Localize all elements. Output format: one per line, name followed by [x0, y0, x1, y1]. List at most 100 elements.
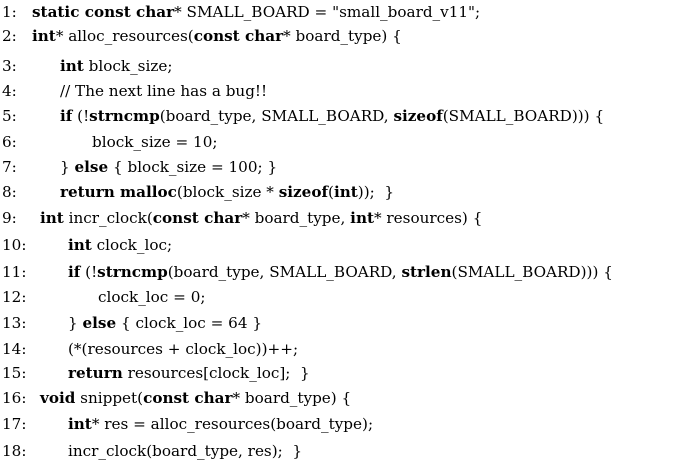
line-number: 1: [2, 3, 17, 21]
code-token: (board_type, SMALL_BOARD, [159, 107, 394, 125]
code-text: int incr_clock(const char* board_type, i… [40, 206, 482, 230]
code-text: block_size = 10; [92, 130, 218, 154]
code-line-12: 12: clock_loc = 0; [0, 285, 685, 309]
line-number: 12: [2, 288, 27, 306]
line-number: 8: [2, 183, 17, 201]
code-token: (SMALL_BOARD))) { [451, 263, 613, 281]
code-line-5: 5: if (!strncmp(board_type, SMALL_BOARD, … [0, 104, 685, 128]
code-text: if (!strncmp(board_type, SMALL_BOARD, st… [68, 260, 613, 284]
keyword-token: sizeof [278, 183, 329, 201]
code-token: clock_loc = 0; [98, 288, 206, 306]
line-number: 6: [2, 133, 17, 151]
keyword-token: const char [152, 209, 243, 227]
code-token: )); } [357, 183, 395, 201]
line-number: 18: [2, 442, 27, 460]
line-number: 5: [2, 107, 17, 125]
line-number: 10: [2, 236, 27, 254]
keyword-token: if [60, 107, 73, 125]
code-text: int* alloc_resources(const char* board_t… [32, 24, 402, 48]
code-token: * resources) { [374, 209, 483, 227]
code-line-6: 6: block_size = 10; [0, 130, 685, 154]
code-text: int* res = alloc_resources(board_type); [68, 412, 373, 436]
code-text: static const char* SMALL_BOARD = "small_… [32, 0, 480, 24]
code-token: incr_clock( [63, 209, 153, 227]
code-token: (! [72, 107, 90, 125]
keyword-token: else [82, 314, 117, 332]
code-token: block_size; [83, 57, 173, 75]
keyword-token: int [350, 209, 374, 227]
keyword-token: if [68, 263, 81, 281]
line-number: 14: [2, 340, 27, 358]
keyword-token: sizeof [393, 107, 443, 125]
code-text: void snippet(const char* board_type) { [40, 386, 351, 410]
code-token: incr_clock(board_type, res); } [68, 442, 303, 460]
keyword-token: int [68, 236, 92, 254]
code-line-1: 1: static const char* SMALL_BOARD = "smal… [0, 0, 685, 24]
code-text: if (!strncmp(board_type, SMALL_BOARD, si… [60, 104, 604, 128]
keyword-token: const char [143, 389, 233, 407]
code-line-8: 8:return malloc(block_size * sizeof(int)… [0, 180, 685, 204]
code-token: (*(resources + clock_loc))++; [68, 340, 299, 358]
code-text: return malloc(block_size * sizeof(int));… [60, 180, 394, 204]
keyword-token: int [60, 57, 84, 75]
line-number: 2: [2, 27, 17, 45]
keyword-token: int [68, 415, 92, 433]
code-token: } [60, 158, 75, 176]
code-line-4: 4: // The next line has a bug!! [0, 79, 685, 103]
code-line-16: 16: void snippet(const char* board_type) … [0, 386, 685, 410]
line-number: 9: [2, 209, 17, 227]
line-number: 16: [2, 389, 27, 407]
line-number: 11: [2, 263, 27, 281]
code-token: (! [80, 263, 98, 281]
keyword-token: else [74, 158, 109, 176]
code-line-10: 10: int clock_loc; [0, 233, 685, 257]
keyword-token: void [40, 389, 76, 407]
code-text: } else { clock_loc = 64 } [68, 311, 262, 335]
code-text: incr_clock(board_type, res); } [68, 439, 302, 463]
code-text: int block_size; [60, 54, 172, 78]
keyword-token: static const char [32, 3, 175, 21]
line-number: 15: [2, 364, 27, 382]
code-token: * SMALL_BOARD = "small_board_v11"; [174, 3, 481, 21]
code-line-11: 11: if (!strncmp(board_type, SMALL_BOARD,… [0, 260, 685, 284]
keyword-token: strlen [401, 263, 452, 281]
code-line-13: 13:} else { clock_loc = 64 } [0, 311, 685, 335]
line-number: 7: [2, 158, 17, 176]
keyword-token: int [40, 209, 64, 227]
code-token: // The next line has a bug!! [60, 82, 268, 100]
code-token: } [68, 314, 83, 332]
code-token: * board_type) { [232, 389, 352, 407]
code-token: * board_type, [242, 209, 351, 227]
code-text: return resources[clock_loc]; } [68, 361, 310, 385]
code-text: clock_loc = 0; [98, 285, 205, 309]
code-line-17: 17: int* res = alloc_resources(board_type… [0, 412, 685, 436]
code-text: (*(resources + clock_loc))++; [68, 337, 298, 361]
line-number: 4: [2, 82, 17, 100]
code-token: ( [328, 183, 334, 201]
code-line-18: 18: incr_clock(board_type, res); } [0, 439, 685, 463]
code-line-7: 7:} else { block_size = 100; } [0, 155, 685, 179]
line-number: 17: [2, 415, 27, 433]
code-token: clock_loc; [91, 236, 173, 254]
code-token: * board_type) { [283, 27, 402, 45]
code-token: { block_size = 100; } [108, 158, 278, 176]
code-text: } else { block_size = 100; } [60, 155, 277, 179]
code-token: block_size = 10; [92, 133, 218, 151]
keyword-token: strncmp [89, 107, 160, 125]
line-number: 13: [2, 314, 27, 332]
keyword-token: return [68, 364, 123, 382]
keyword-token: strncmp [97, 263, 168, 281]
line-number: 3: [2, 57, 17, 75]
code-token: * alloc_resources( [55, 27, 194, 45]
code-line-14: 14: (*(resources + clock_loc))++; [0, 337, 685, 361]
code-line-3: 3: int block_size; [0, 54, 685, 78]
keyword-token: return malloc [60, 183, 177, 201]
code-token: (board_type, SMALL_BOARD, [167, 263, 402, 281]
code-line-2: 2: int* alloc_resources(const char* board… [0, 24, 685, 48]
keyword-token: const char [193, 27, 284, 45]
code-token: (SMALL_BOARD))) { [442, 107, 605, 125]
code-token: { clock_loc = 64 } [116, 314, 262, 332]
keyword-token: int [333, 183, 358, 201]
keyword-token: int [32, 27, 56, 45]
